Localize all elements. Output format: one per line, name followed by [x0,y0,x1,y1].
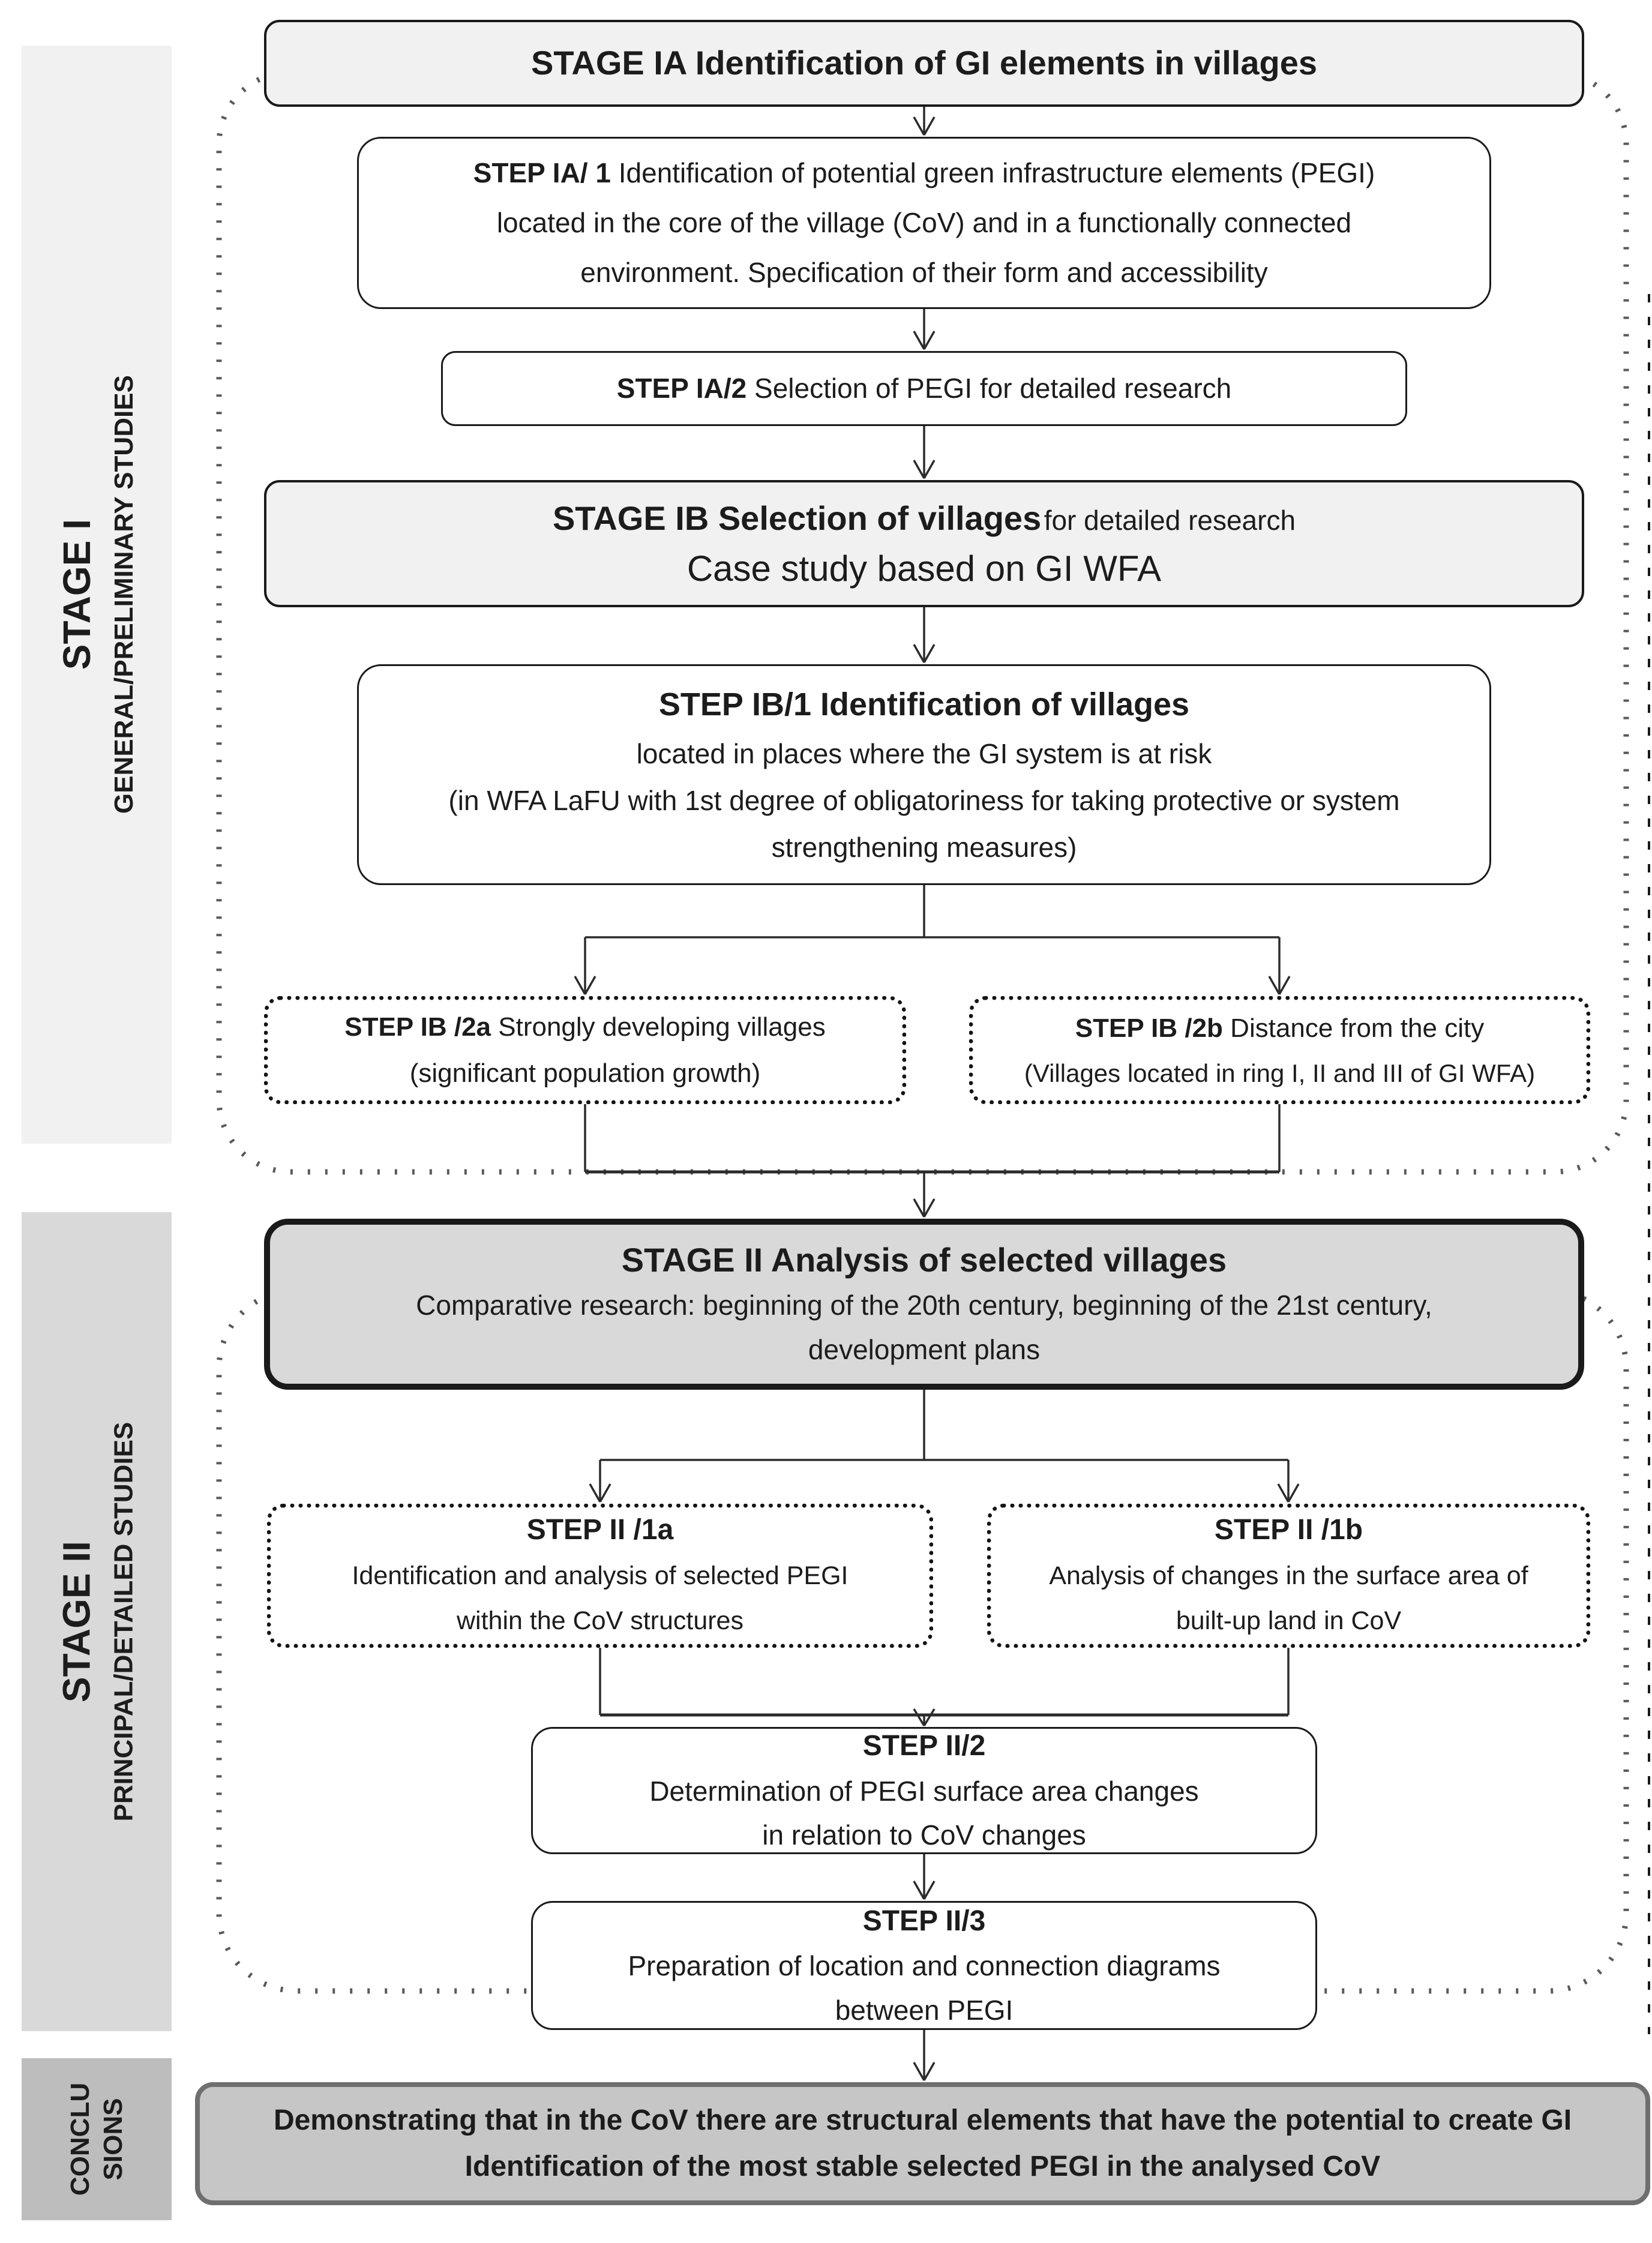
step-ii1a-box: STEP II /1a Identification and analysis … [267,1504,933,1648]
step-ia1-line3: environment. Specification of their form… [580,256,1268,288]
step-ia2-lead: STEP IA/2 [616,373,747,404]
conclusions-box: Demonstrating that in the CoV there are … [195,2082,1650,2205]
step-ii3-line2: Preparation of location and connection d… [628,1950,1221,1982]
stage1-band-label: STAGE I GENERAL/PRELIMINARY STUDIES [52,376,140,814]
step-ib2a-lead: STEP IB /2a [344,1012,491,1042]
step-ii3-line3: between PEGI [835,1994,1014,2026]
conclusions-band-label: CONCLU SIONS [64,2083,130,2196]
conclusions-band-line2: SIONS [98,2098,128,2181]
step-ii1a-line2: Identification and analysis of selected … [352,1561,849,1591]
step-ia1-line2: located in the core of the village (CoV)… [496,207,1352,239]
stage-ib-title-line: STAGE IB Selection of villages for detai… [266,495,1582,545]
flow-arrows [574,107,1300,2081]
stage-ii-line2: Comparative research: beginning of the 2… [416,1290,1432,1321]
stage-ib-line2: Case study based on GI WFA [686,548,1162,589]
step-ia1-box: STEP IA/ 1 Identification of potential g… [357,137,1491,309]
step-ii1b-line3: built-up land in CoV [1176,1606,1402,1636]
step-ii3-title: STEP II/3 [862,1905,986,1937]
step-ib2b-box: STEP IB /2b Distance from the city (Vill… [969,996,1590,1104]
sidebar-band-stage2: STAGE II PRINCIPAL/DETAILED STUDIES [22,1212,172,2031]
stage-ib-title-bold: STAGE IB Selection of villages [552,499,1042,538]
stage-ia-box: STAGE IA Identification of GI elements i… [264,20,1584,107]
stage1-group-outline [216,69,1629,1175]
stage-ii-line3: development plans [808,1333,1041,1365]
step-ia2-box: STEP IA/2 Selection of PEGI for detailed… [441,351,1407,426]
step-ia1-rest1: Identification of potential green infras… [618,157,1375,189]
stage-ii-title: STAGE II Analysis of selected villages [621,1240,1227,1279]
step-ib2b-lead: STEP IB /2b [1075,1013,1223,1043]
step-ii2-title: STEP II/2 [862,1730,986,1762]
step-ib1-line2: located in places where the GI system is… [636,737,1212,769]
sidebar-band-conclusions: CONCLU SIONS [22,2058,172,2220]
step-ii3-box: STEP II/3 Preparation of location and co… [531,1901,1317,2030]
step-ii1a-line3: within the CoV structures [457,1606,743,1636]
step-ii1b-box: STEP II /1b Analysis of changes in the s… [987,1504,1590,1648]
step-ia2-line: STEP IA/2 Selection of PEGI for detailed… [443,364,1405,413]
step-ib1-line4: strengthening measures) [771,832,1077,863]
step-ii2-line3: in relation to CoV changes [762,1819,1086,1851]
stage-ib-box: STAGE IB Selection of villages for detai… [264,480,1584,607]
step-ii2-box: STEP II/2 Determination of PEGI surface … [531,1727,1317,1854]
sidebar-band-stage1: STAGE I GENERAL/PRELIMINARY STUDIES [22,46,172,1144]
step-ib1-line3: (in WFA LaFU with 1st degree of obligato… [448,785,1400,817]
stage1-band-title: STAGE I [55,519,98,670]
step-ib2b-line2: (Villages located in ring I, II and III … [1024,1058,1536,1087]
stage-ii-box: STAGE II Analysis of selected villages C… [264,1219,1584,1390]
step-ib1-title: STEP IB/1 Identification of villages [658,686,1190,722]
stage2-band-label: STAGE II PRINCIPAL/DETAILED STUDIES [52,1422,140,1822]
step-ii1b-line2: Analysis of changes in the surface area … [1049,1561,1528,1591]
step-ii1b-title: STEP II /1b [1214,1514,1363,1546]
step-ib2a-rest: Strongly developing villages [498,1012,826,1042]
step-ib1-box: STEP IB/1 Identification of villages loc… [357,664,1491,885]
step-ib2a-line1: STEP IB /2a Strongly developing villages [268,1004,902,1050]
step-ia2-rest: Selection of PEGI for detailed research [754,373,1232,404]
stage2-band-title: STAGE II [55,1540,98,1703]
step-ii1a-title: STEP II /1a [526,1514,674,1546]
stage-ia-title: STAGE IA Identification of GI elements i… [530,44,1317,82]
step-ib2a-line2: (significant population growth) [409,1058,761,1088]
conclusions-line2: Identification of the most stable select… [464,2150,1381,2182]
stage2-band-subtitle: PRINCIPAL/DETAILED STUDIES [109,1422,139,1822]
step-ia1-lead: STEP IA/ 1 [473,157,611,189]
stage-ib-title-rest: for detailed research [1044,505,1296,536]
step-ib2b-rest: Distance from the city [1230,1013,1485,1043]
step-ib2a-box: STEP IB /2a Strongly developing villages… [264,996,906,1104]
conclusions-band-line1: CONCLU [65,2082,95,2196]
step-ia1-line1: STEP IA/ 1 Identification of potential g… [359,148,1489,198]
step-ib2b-line1: STEP IB /2b Distance from the city [973,1005,1586,1051]
step-ii2-line2: Determination of PEGI surface area chang… [649,1775,1199,1807]
stage1-band-subtitle: GENERAL/PRELIMINARY STUDIES [109,375,139,814]
conclusions-line1: Demonstrating that in the CoV there are … [273,2104,1572,2136]
